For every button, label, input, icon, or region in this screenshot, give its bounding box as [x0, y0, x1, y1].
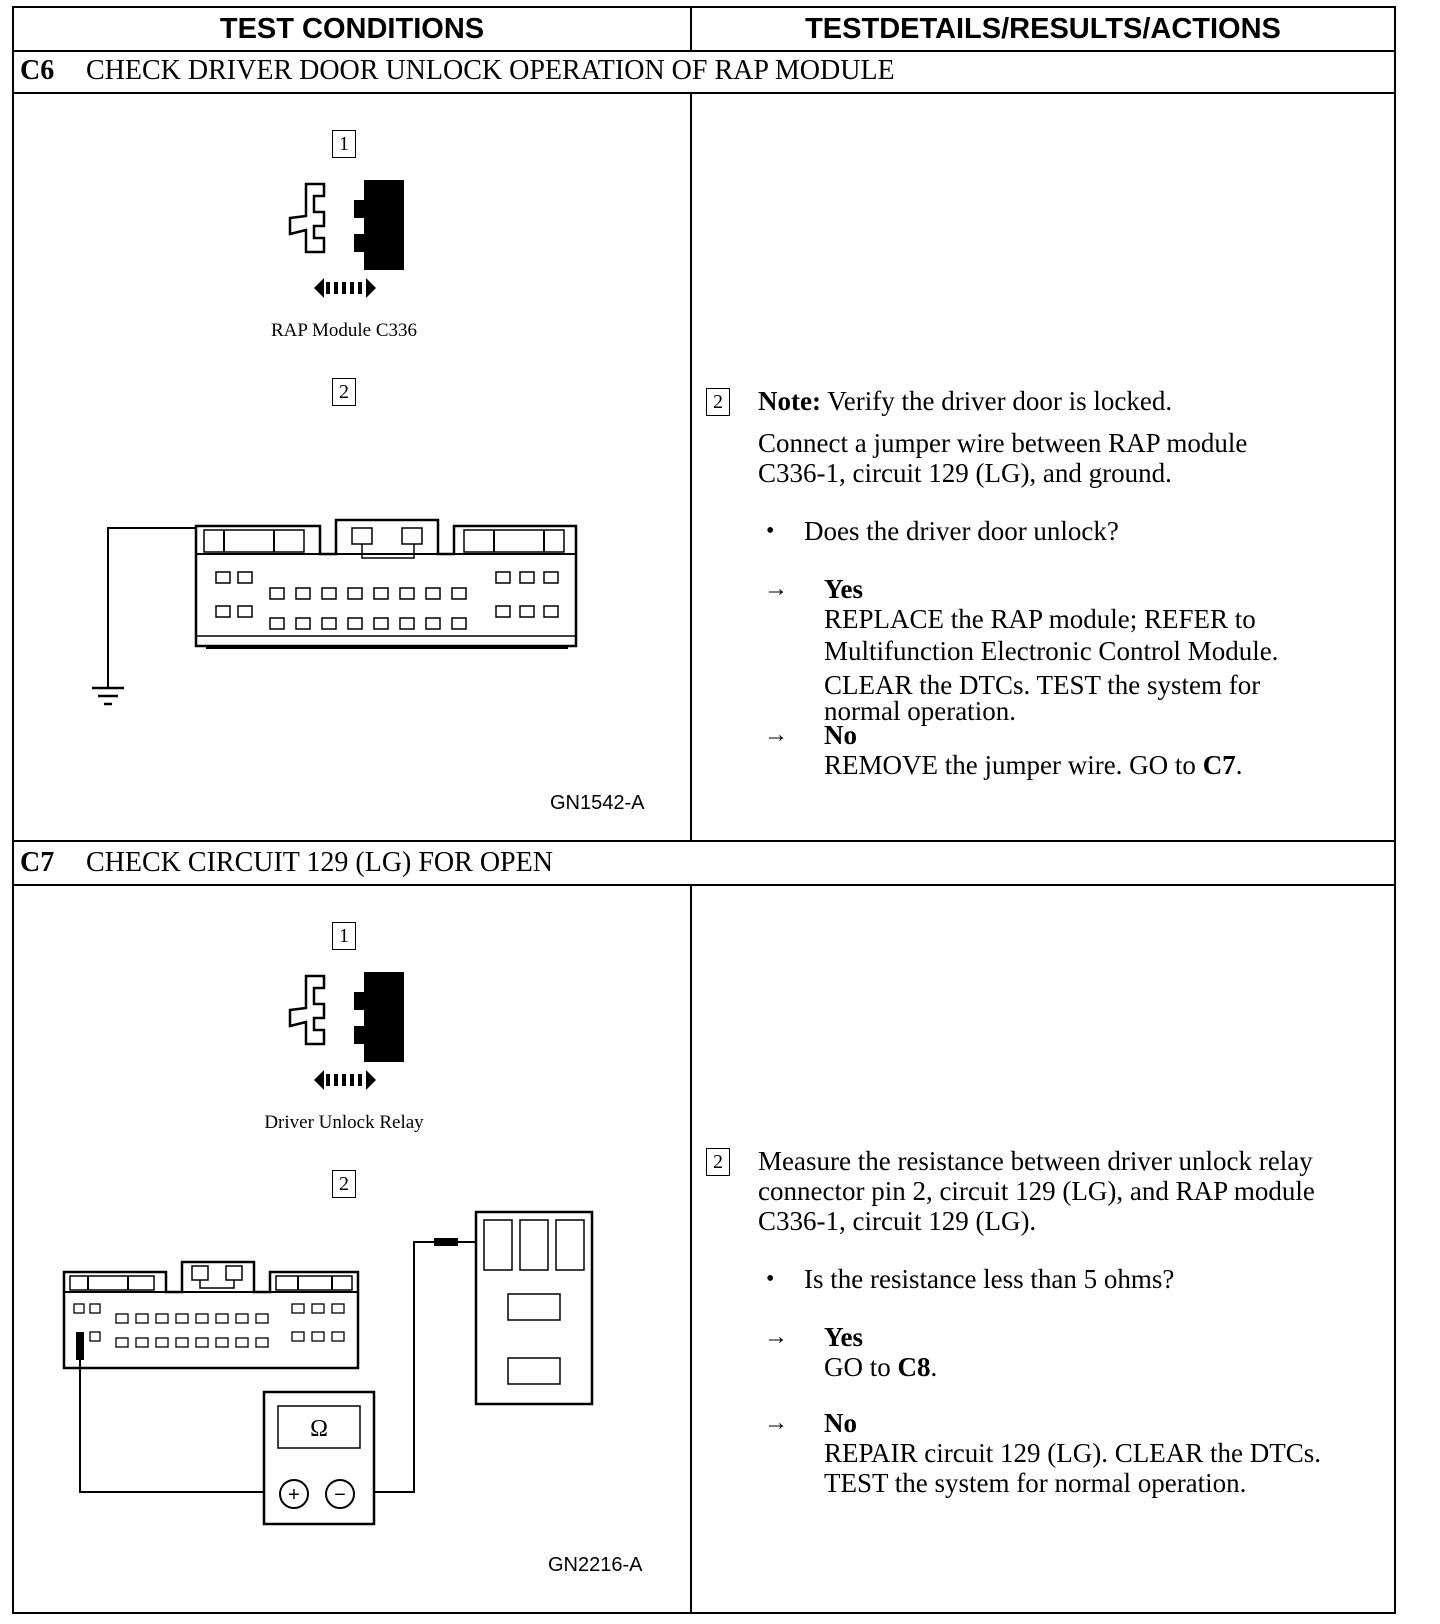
c7-divider	[690, 886, 692, 1612]
header-test-conditions: TEST CONDITIONS	[219, 13, 485, 45]
c7-yes-end: .	[930, 1352, 938, 1382]
c6-title-row: C6 CHECK DRIVER DOOR UNLOCK OPERATION OF…	[14, 50, 1394, 94]
c6-instruction-1: Connect a jumper wire between RAP module	[758, 428, 1248, 458]
c6-note: Note: Verify the driver door is locked.	[758, 386, 1172, 416]
c6-no-ref: C7	[1202, 750, 1236, 780]
c6-instruction-2: C336-1, circuit 129 (LG), and ground.	[758, 458, 1172, 488]
c6-no-label: No	[824, 720, 857, 750]
c7-instruction-2: connector pin 2, circuit 129 (LG), and R…	[758, 1176, 1315, 1206]
c7-step2-box: 2	[332, 1170, 356, 1198]
c6-code: C6	[20, 55, 55, 86]
c6-step1-box: 1	[332, 130, 356, 158]
c7-no-line2: TEST the system for normal operation.	[824, 1468, 1247, 1498]
c7-figure-id: GN2216-A	[548, 1554, 643, 1576]
c6-yes-line2: Multifunction Electronic Control Module.	[824, 636, 1279, 666]
c7-yes-arrow: →	[764, 1324, 788, 1350]
c6-step2-box: 2	[332, 378, 356, 406]
c7-instruction-1: Measure the resistance between driver un…	[758, 1146, 1313, 1176]
c6-figure-id: GN1542-A	[550, 792, 645, 814]
c6-no-text-main: REMOVE the jumper wire. GO to	[824, 750, 1203, 780]
connector-disconnect-icon	[288, 180, 404, 298]
c6-no-end: .	[1235, 750, 1243, 780]
c7-yes-label: Yes	[824, 1322, 863, 1352]
c6-yes-line4: normal operation.	[824, 696, 1016, 726]
table-header: TEST CONDITIONS TESTDETAILS/RESULTS/ACTI…	[14, 8, 1394, 52]
c6-divider	[690, 94, 692, 842]
c7-step1-caption: Driver Unlock Relay	[264, 1112, 424, 1133]
c7-step1-box: 1	[332, 922, 356, 950]
c7-right-step-box: 2	[706, 1148, 730, 1176]
c6-c7-separator	[14, 840, 1394, 842]
c6-yes-line1: REPLACE the RAP module; REFER to	[824, 604, 1256, 634]
c7-bullet: •	[766, 1266, 775, 1292]
c7-title-row: C7 CHECK CIRCUIT 129 (LG) FOR OPEN	[14, 842, 1394, 886]
ohm-symbol: Ω	[310, 1416, 328, 1442]
c7-yes-text-main: GO to	[824, 1352, 898, 1382]
rap-module-connector-jumper-diagram	[92, 518, 578, 706]
c6-yes-arrow: →	[764, 576, 788, 602]
c6-no-text: REMOVE the jumper wire. GO to C7.	[824, 750, 1242, 780]
c7-title: CHECK CIRCUIT 129 (LG) FOR OPEN	[86, 847, 553, 878]
c6-note-label: Note:	[758, 386, 821, 416]
c6-question: Does the driver door unlock?	[804, 516, 1119, 546]
c7-yes-ref: C8	[897, 1352, 931, 1382]
test-procedure-table: TEST CONDITIONS TESTDETAILS/RESULTS/ACTI…	[12, 6, 1396, 1614]
c7-no-line1: REPAIR circuit 129 (LG). CLEAR the DTCs.	[824, 1438, 1321, 1468]
ohmmeter-resistance-diagram: Ω + −	[62, 1210, 594, 1526]
header-test-details: TESTDETAILS/RESULTS/ACTIONS	[805, 13, 1281, 45]
c7-code: C7	[20, 847, 55, 878]
header-divider	[690, 8, 692, 50]
minus-terminal: −	[334, 1484, 346, 1506]
connector-disconnect-icon	[288, 972, 404, 1090]
c7-question: Is the resistance less than 5 ohms?	[804, 1264, 1175, 1294]
c6-yes-label: Yes	[824, 574, 863, 604]
c6-bullet: •	[766, 518, 775, 544]
c6-no-arrow: →	[764, 722, 788, 748]
plus-terminal: +	[288, 1484, 300, 1506]
c6-title: CHECK DRIVER DOOR UNLOCK OPERATION OF RA…	[86, 55, 895, 86]
c7-instruction-3: C336-1, circuit 129 (LG).	[758, 1206, 1037, 1236]
c7-no-arrow: →	[764, 1410, 788, 1436]
c7-yes-text: GO to C8.	[824, 1352, 937, 1382]
c6-yes-line3: CLEAR the DTCs. TEST the system for	[824, 670, 1261, 700]
c6-right-step-box: 2	[706, 388, 730, 416]
c6-note-text: Verify the driver door is locked.	[820, 386, 1173, 416]
c6-step1-caption: RAP Module C336	[270, 320, 418, 341]
c7-no-label: No	[824, 1408, 857, 1438]
